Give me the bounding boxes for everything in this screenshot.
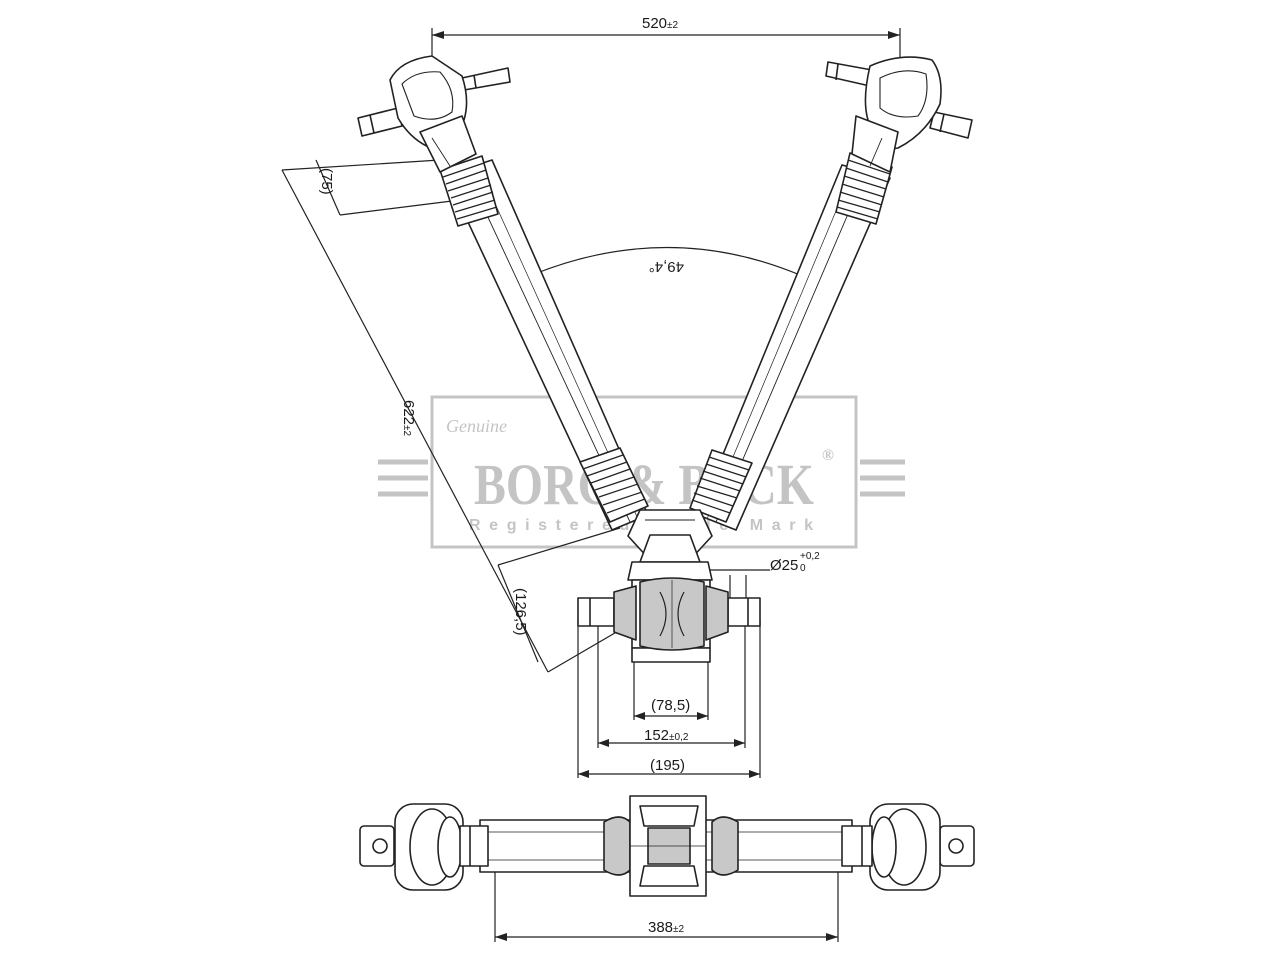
dim-thread-length: (75) [318,168,335,195]
right-lower-thread [689,449,753,523]
dim-pin-diameter: Ø25 [770,557,798,574]
watermark-stripes-right [860,459,905,497]
right-end-bush [825,56,973,173]
dim-overall-pin-width: (195) [650,757,685,774]
dim-joint-offset: (126,5) [512,588,529,636]
left-upper-thread [439,155,499,227]
dim-bottom-width: 388±2 [648,919,685,936]
v-stay-side-view [359,795,975,897]
dim-top-width: 520±2 [642,15,679,32]
dim-arm-length: 622±2 [400,400,417,437]
dim-bush-width: (78,5) [651,697,690,714]
left-eye [359,803,489,891]
dim-pin-diameter-lower: 0 [800,563,806,574]
watermark-stripes-left [378,459,428,497]
v-stay-top-view [357,55,973,663]
right-upper-thread [835,152,893,225]
watermark-script: Genuine [446,416,507,436]
watermark-registered: ® [822,447,834,464]
dim-arm-angle: 49,4° [649,258,684,275]
dim-pin-diameter-upper: +0,2 [800,551,820,562]
left-lower-thread [579,447,649,523]
dimension-arrows [432,31,900,941]
central-joint [577,509,761,663]
dimension-lines [281,28,901,942]
dim-pin-center-distance: 152±0,2 [644,727,689,744]
side-central-joint [603,795,739,897]
right-eye [841,803,975,891]
left-end-bush [357,55,511,173]
